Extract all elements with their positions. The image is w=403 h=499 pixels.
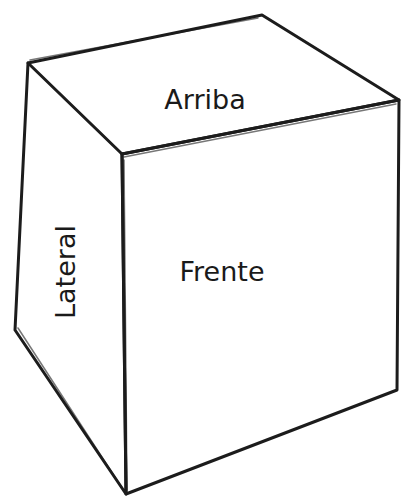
side-face — [15, 63, 126, 494]
top-face — [28, 15, 399, 154]
sketch-stroke — [18, 18, 396, 490]
face-label: Arriba — [164, 85, 245, 115]
face-label: Lateral — [51, 225, 81, 319]
face-label: Frente — [180, 257, 265, 287]
front-face — [122, 100, 399, 494]
